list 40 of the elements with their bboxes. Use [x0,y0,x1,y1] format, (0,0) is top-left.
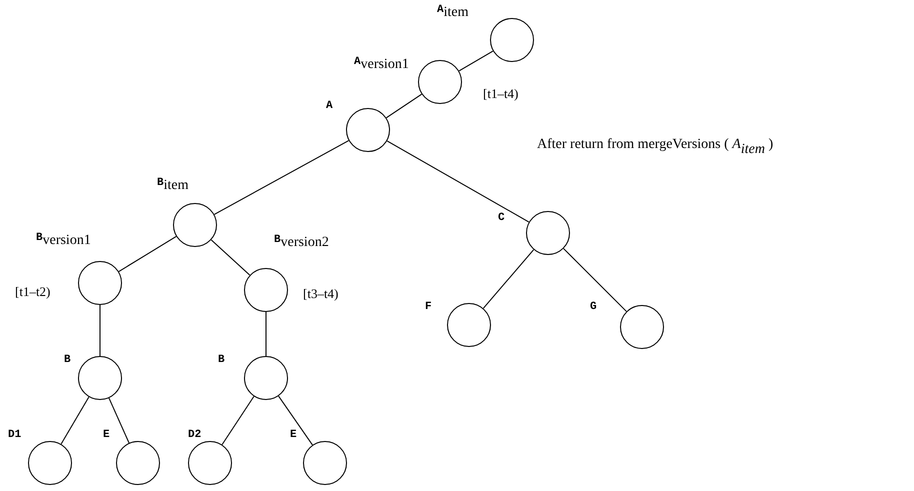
tree-edge [278,396,313,446]
tree-edge [210,239,250,276]
tree-node-circle [78,356,122,400]
tree-node-circle [78,261,122,305]
node-name-label: C [498,211,505,225]
node-name-label: F [425,300,432,314]
time-interval-label: [t3–t4) [303,286,338,302]
tree-node-circle [490,18,534,62]
tree-node-circle [620,305,664,349]
tree-edge [214,140,350,215]
tree-edge [60,396,90,445]
tree-node-circle [188,441,232,485]
node-name-label: A [326,99,333,113]
tree-edge [482,249,534,309]
tree-edge [118,236,177,272]
tree-node-circle [244,356,288,400]
node-name-label: E [103,428,110,442]
node-name-label: B [218,353,225,367]
time-interval-label: [t1–t2) [15,284,50,300]
tree-node-circle [526,211,570,255]
tree-node-circle [173,203,217,247]
node-name-label: G [590,300,597,314]
tree-node-circle [244,268,288,312]
node-name-label: D1 [8,428,22,442]
node-name-label: B [64,353,71,367]
node-name-label: D2 [188,428,202,442]
tree-edge [458,50,494,72]
tree-edge [563,248,627,312]
tree-node-circle [116,441,160,485]
tree-node-circle [447,303,491,347]
tree-node-circle [418,60,462,104]
tree-edge [386,140,530,223]
tree-edge [222,396,254,446]
tree-node-circle [346,108,390,152]
tree-node-circle [303,441,347,485]
node-name-label: E [290,428,297,442]
tree-edge [108,398,130,444]
time-interval-label: [t1–t4) [483,86,518,102]
tree-node-circle [28,441,72,485]
tree-edge [386,94,422,118]
